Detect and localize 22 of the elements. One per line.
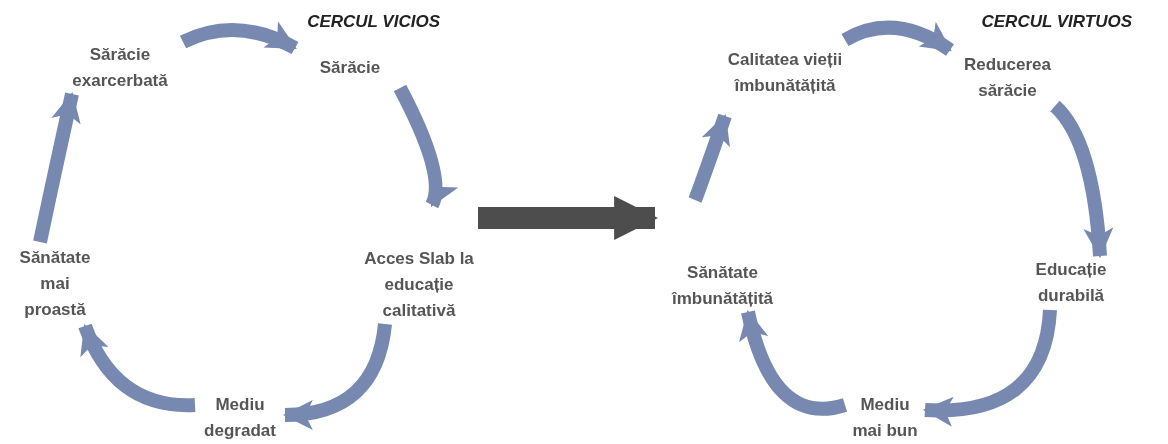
cycle-arrow [282,323,392,429]
cycle-step-label: Educație durabilă [1015,256,1127,310]
cycle-arrow [1049,101,1113,259]
cycle-arrow [33,91,81,244]
cycle-step-label: Reducerea sărăcie [945,50,1070,106]
cycle-arrow [922,309,1057,426]
transition-arrow [478,196,659,240]
cycle-step-label: Mediu mai bun [845,392,925,444]
cycle-step-label: Mediu degradat [195,392,285,444]
cycle-arrow [78,323,196,413]
cycle-arrow [180,21,299,55]
cycle-title: CERCUL VIRTUOS [981,12,1132,32]
cycle-step-label: Sănătate îmbunătățită [655,200,790,312]
cycle-arrow [688,113,732,203]
cycle-title: CERCUL VICIOS [307,12,440,32]
cycle-step-label: Sărăcie exarcerbată [55,42,185,94]
cycle-step-label: Acces Slab la educație calitativă [360,205,478,324]
cycle-arrow [393,84,457,208]
cycle-step-label: Calitatea vieții îmbunătățită [725,30,845,116]
cycle-step-label: Sărăcie [295,48,405,88]
cycle-arrow [841,20,954,56]
cycle-step-label: Sănătate mai proastă [10,242,100,326]
